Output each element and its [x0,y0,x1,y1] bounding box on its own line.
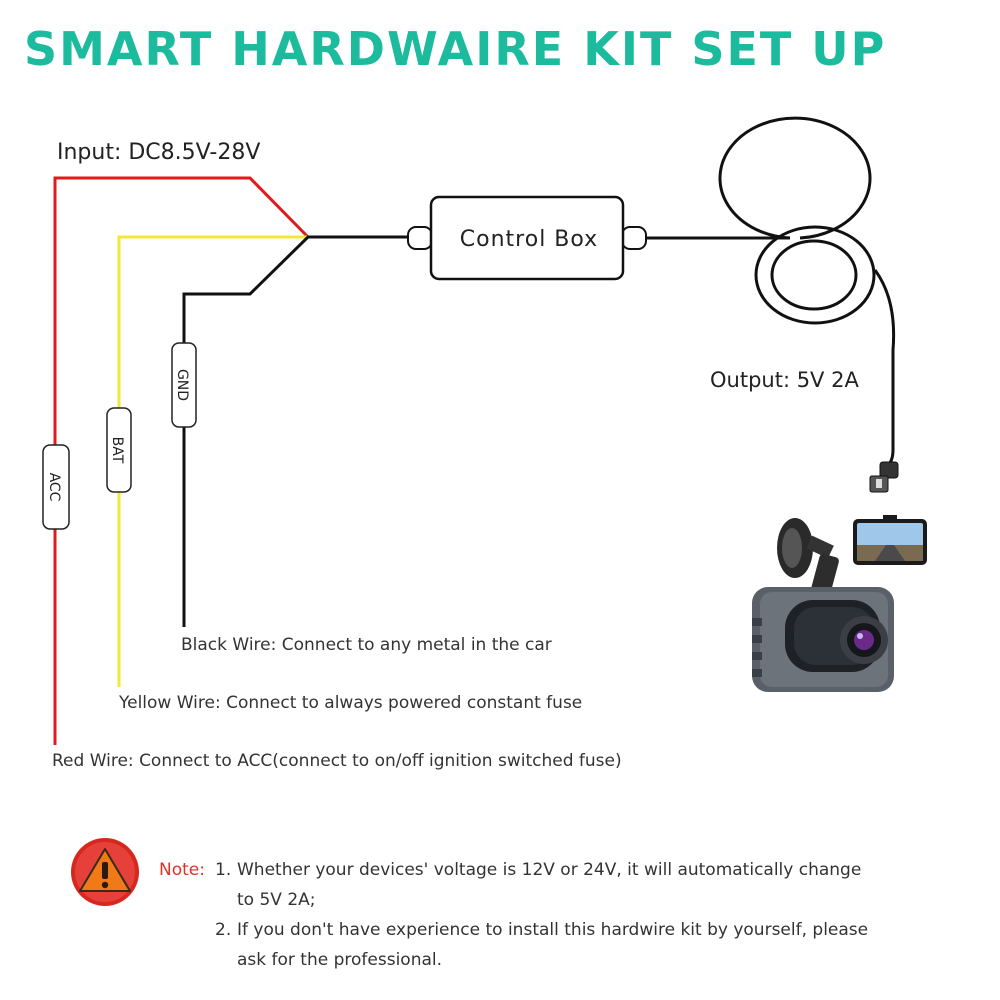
gnd-label: GND [174,369,190,401]
note-section: Note: 1. Whether your devices' voltage i… [70,836,970,986]
note-item-number: 1. [215,860,232,880]
red-wire-description: Red Wire: Connect to ACC(connect to on/o… [52,751,622,771]
bat-fuse-tag: BAT [106,407,132,493]
bat-label: BAT [109,437,125,464]
dashcam-screen-preview [853,515,927,565]
output-cable [646,116,896,472]
note-item-number: 2. [215,920,232,940]
red-wire [53,176,310,745]
control-box: Control Box [407,195,647,281]
yellow-wire [117,235,308,687]
note-label: Note: [159,860,205,880]
note-item-text: If you don't have experience to install … [237,920,869,970]
warning-icon [71,838,139,906]
page-title: SMART HARDWAIRE KIT SET UP [24,22,887,76]
control-box-label: Control Box [460,227,598,252]
acc-fuse-tag: ACC [42,444,70,530]
note-item-text: Whether your devices' voltage is 12V or … [237,860,862,910]
gnd-fuse-tag: GND [171,342,197,428]
input-voltage-label: Input: DC8.5V-28V [57,140,261,165]
yellow-wire-description: Yellow Wire: Connect to always powered c… [119,693,583,713]
output-voltage-label: Output: 5V 2A [710,368,859,392]
black-wire-description: Black Wire: Connect to any metal in the … [181,635,552,655]
acc-label: ACC [46,473,62,502]
black-wire [182,235,408,627]
dashcam-icon [752,515,927,692]
usb-connector-icon [869,461,899,493]
